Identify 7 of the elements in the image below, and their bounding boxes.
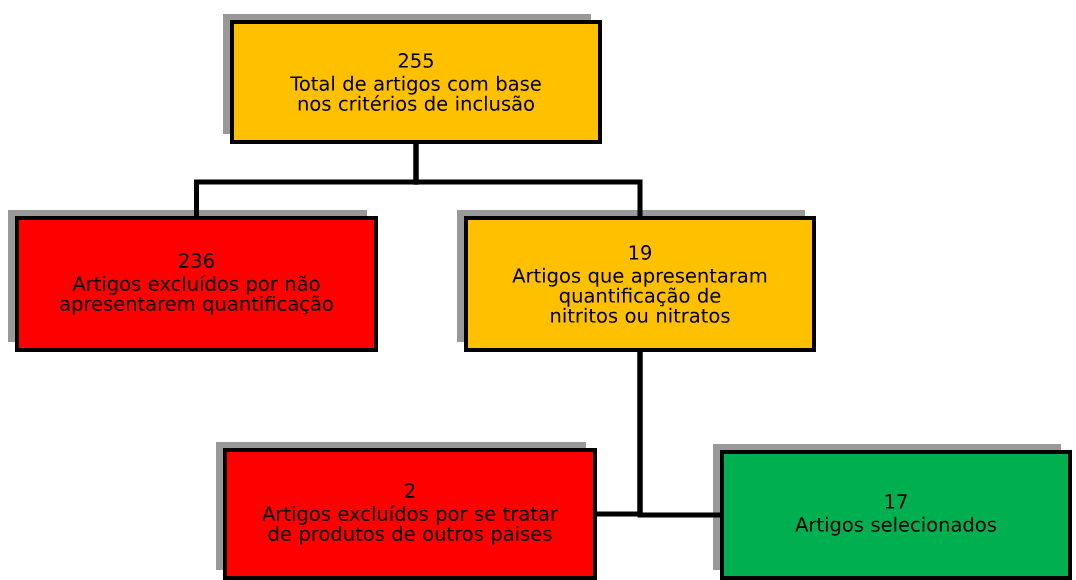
process-box: 255 Total de artigos com base nos critérios de inclusão bbox=[223, 14, 602, 144]
process-box: 2 Artigos excluídos por se tratar de produtos de outros paises bbox=[216, 442, 597, 580]
connector-line bbox=[413, 141, 643, 219]
process-box: 19 Artigos que apresentaram quantificação de nitritos ou nitratos bbox=[457, 210, 816, 352]
process-box: 236 Artigos excluídos por não apresentarem quantificação bbox=[8, 210, 378, 352]
process-box: 17 Artigos selecionados bbox=[713, 444, 1072, 580]
connector-line bbox=[637, 349, 723, 518]
